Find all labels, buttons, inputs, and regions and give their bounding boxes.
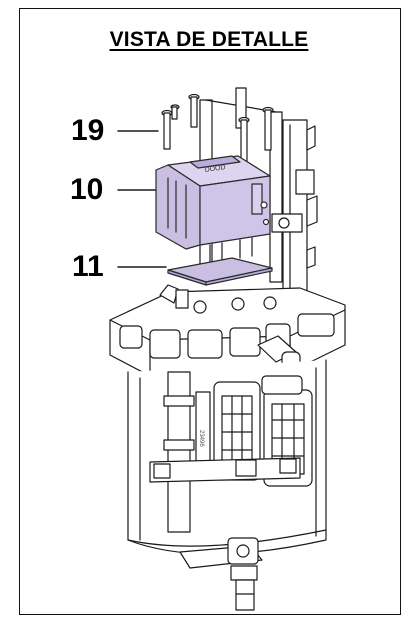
connector-rods: [209, 237, 253, 263]
page-title: VISTA DE DETALLE: [109, 28, 309, 51]
callout-11: 11: [72, 250, 104, 283]
module-block-10: DOOD: [155, 155, 271, 250]
svg-text:23496: 23496: [198, 430, 204, 447]
leader-lines: [117, 130, 167, 268]
base-manifold: [109, 284, 346, 377]
svg-text:DOOD: DOOD: [204, 164, 226, 174]
gasket-plate-11: [167, 257, 273, 286]
bottom-valve: [179, 537, 263, 611]
left-pipe: 23496: [163, 371, 211, 533]
callout-10: 10: [70, 173, 104, 206]
screws-19: [161, 93, 274, 171]
callout-19: 19: [71, 114, 105, 147]
clamp-band: [149, 457, 301, 483]
